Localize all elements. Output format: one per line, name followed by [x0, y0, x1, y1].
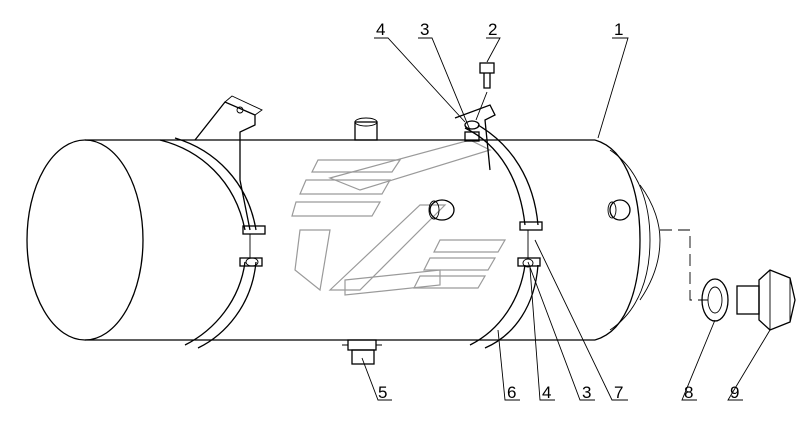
callout-6: 6 [507, 383, 516, 402]
drain-plug [736, 269, 796, 331]
callout-2: 2 [488, 20, 497, 39]
callout-7: 7 [614, 383, 623, 402]
right-strap-clamp [454, 104, 543, 349]
top-fitting [354, 117, 378, 141]
callout-9: 9 [730, 383, 739, 402]
bolt-assembly [464, 62, 495, 142]
callout-8: 8 [684, 383, 693, 402]
callout-1: 1 [614, 20, 623, 39]
left-strap-clamp [159, 95, 266, 349]
tank-body [26, 139, 661, 341]
drain-valve [342, 339, 382, 365]
callout-labels: 1 2 3 4 5 6 4 3 7 8 9 [376, 20, 739, 402]
connection-path [660, 229, 708, 301]
side-fitting [428, 199, 631, 221]
callout-4-top: 4 [376, 20, 385, 39]
watermark-logo [291, 139, 507, 296]
callout-3-top: 3 [420, 20, 429, 39]
callout-5: 5 [378, 383, 387, 402]
callout-3-bottom: 3 [582, 383, 591, 402]
leader-lines [361, 37, 771, 401]
callout-4-bottom: 4 [542, 383, 551, 402]
